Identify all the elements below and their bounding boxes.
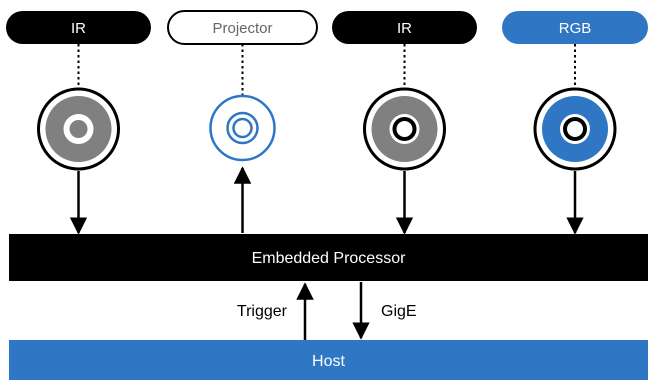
sensor-ir-right: IR bbox=[332, 11, 477, 235]
ir-left-label-pill bbox=[6, 11, 151, 44]
sensor-ir-left: IR bbox=[6, 11, 151, 235]
trigger-label: Trigger bbox=[237, 303, 288, 320]
ir-left-label: IR bbox=[71, 20, 86, 37]
ir-right-label-pill bbox=[332, 11, 477, 44]
ir-right-label: IR bbox=[397, 20, 412, 37]
trigger-link: Trigger bbox=[237, 282, 314, 340]
rgb-label-pill bbox=[502, 11, 648, 44]
embedded-processor-block: Embedded Processor bbox=[9, 234, 648, 281]
host-label: Host bbox=[312, 353, 345, 370]
sensor-rgb: RGB bbox=[502, 11, 648, 235]
projector-icon bbox=[209, 94, 276, 162]
rgb-label: RGB bbox=[559, 20, 592, 37]
ir-camera-right-icon bbox=[363, 87, 446, 171]
host-block: Host bbox=[9, 340, 648, 380]
ir-camera-left-icon bbox=[37, 87, 120, 171]
sensor-projector: Projector bbox=[167, 10, 318, 233]
gige-label: GigE bbox=[381, 303, 417, 320]
rgb-camera-icon bbox=[533, 87, 617, 171]
embedded-processor-label: Embedded Processor bbox=[252, 250, 407, 267]
gige-link: GigE bbox=[352, 282, 417, 340]
projector-label: Projector bbox=[212, 20, 272, 37]
